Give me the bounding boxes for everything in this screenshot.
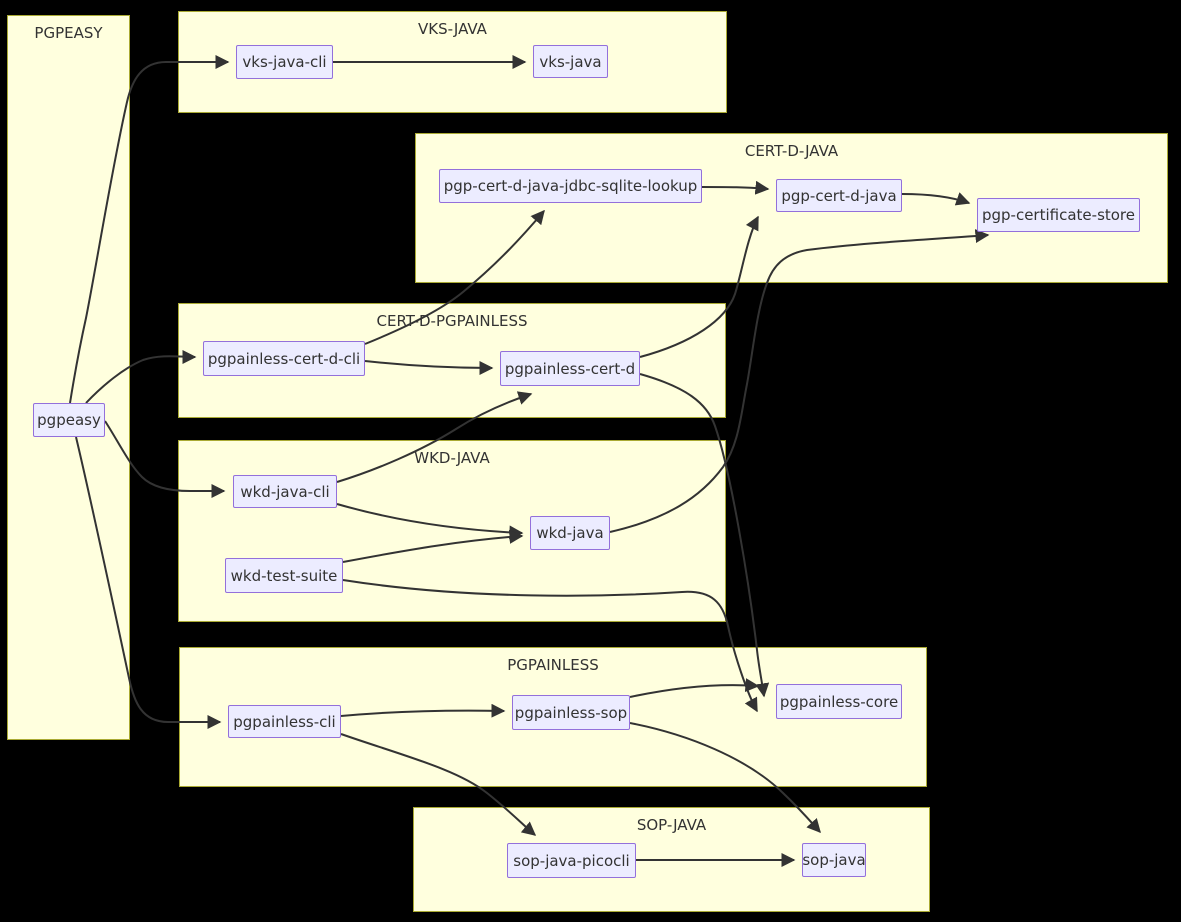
edge-pgp-cert-d-java-jdbc-sqlite-lookup-to-pgp-cert-d-java [701,180,770,195]
edge-wkd-java-to-pgp-certificate-store [609,229,990,533]
node-label: sop-java [802,851,866,869]
node-label: pgpainless-core [779,692,899,711]
node-label: pgp-certificate-store [981,206,1136,224]
edge-pgpeasy-to-vks-java-cli [69,55,230,404]
edge-pgpeasy-to-pgpainless-cli [75,436,222,729]
subgraph-pgpeasy-group: PGPEASY [7,15,130,740]
node-pgp-cert-d-java-jdbc-sqlite-lookup: pgp-cert-d-java-jdbc-sqlite-lookup [439,169,702,203]
edge-pgpainless-sop-to-sop-java [629,722,821,834]
node-label: vks-java-cli [242,53,327,71]
edge-wkd-test-suite-to-wkd-java [342,529,524,563]
node-label: pgpainless-cli [233,712,336,731]
node-pgpeasy: pgpeasy [33,403,105,437]
node-label: pgpeasy [37,411,101,429]
subgraph-label: PGPAINLESS [507,656,599,674]
node-label: wkd-test-suite [230,566,338,585]
node-wkd-java-cli: wkd-java-cli [233,475,337,508]
node-label: wkd-java [536,524,604,542]
subgraph-label: PGPEASY [34,24,103,42]
node-sop-java-picocli: sop-java-picocli [507,843,636,878]
node-pgpainless-cert-d: pgpainless-cert-d [500,351,640,386]
edge-pgpainless-sop-to-pgpainless-core [629,678,760,698]
node-label: pgp-cert-d-java [781,186,897,205]
edge-pgpainless-cli-to-pgpainless-sop [340,703,506,718]
node-label: pgp-cert-d-java-jdbc-sqlite-lookup [443,177,698,195]
subgraph-label: SOP-JAVA [636,816,707,834]
node-label: pgpainless-cert-d [504,359,636,378]
edge-wkd-java-cli-to-pgpainless-cert-d [336,391,533,483]
node-wkd-test-suite: wkd-test-suite [225,558,343,593]
edge-pgp-cert-d-java-to-pgp-certificate-store [901,192,971,206]
node-pgpainless-cert-d-cli: pgpainless-cert-d-cli [203,341,365,376]
node-pgpainless-sop: pgpainless-sop [512,695,630,730]
edge-pgpainless-cert-d-cli-to-pgpainless-cert-d [364,360,494,375]
node-vks-java: vks-java [533,45,608,78]
node-sop-java: sop-java [802,843,866,877]
edge-pgpainless-cert-d-to-pgpainless-core [639,373,770,698]
edge-pgpeasy-to-wkd-java-cli [104,420,226,498]
subgraph-label: VKS-JAVA [418,20,487,38]
edge-pgpainless-cli-to-sop-java-picocli [340,733,537,836]
node-label: sop-java-picocli [513,851,630,870]
subgraph-label: CERT-D-JAVA [744,142,839,160]
node-wkd-java: wkd-java [530,516,610,550]
edge-pgpainless-cert-d-cli-to-pgp-cert-d-java-jdbc-sqlite-lookup [364,209,545,345]
node-pgp-cert-d-java: pgp-cert-d-java [776,179,902,212]
node-label: wkd-java-cli [240,482,330,501]
node-vks-java-cli: vks-java-cli [236,45,333,79]
node-label: pgpainless-cert-d-cli [207,349,361,368]
node-pgpainless-cli: pgpainless-cli [228,705,341,738]
node-pgpainless-core: pgpainless-core [776,684,902,719]
edge-pgpeasy-to-pgpainless-cert-d-cli [85,349,197,404]
node-pgp-certificate-store: pgp-certificate-store [977,198,1140,232]
subgraph-label: CERT-D-PGPAINLESS [376,312,528,330]
subgraph-label: WKD-JAVA [414,449,490,467]
node-label: vks-java [539,52,602,71]
node-label: pgpainless-sop [514,703,628,722]
edge-wkd-test-suite-to-pgpainless-core [342,579,758,713]
edge-pgpainless-cert-d-to-pgp-cert-d-java [639,215,759,358]
edge-wkd-java-cli-to-wkd-java [336,503,524,540]
